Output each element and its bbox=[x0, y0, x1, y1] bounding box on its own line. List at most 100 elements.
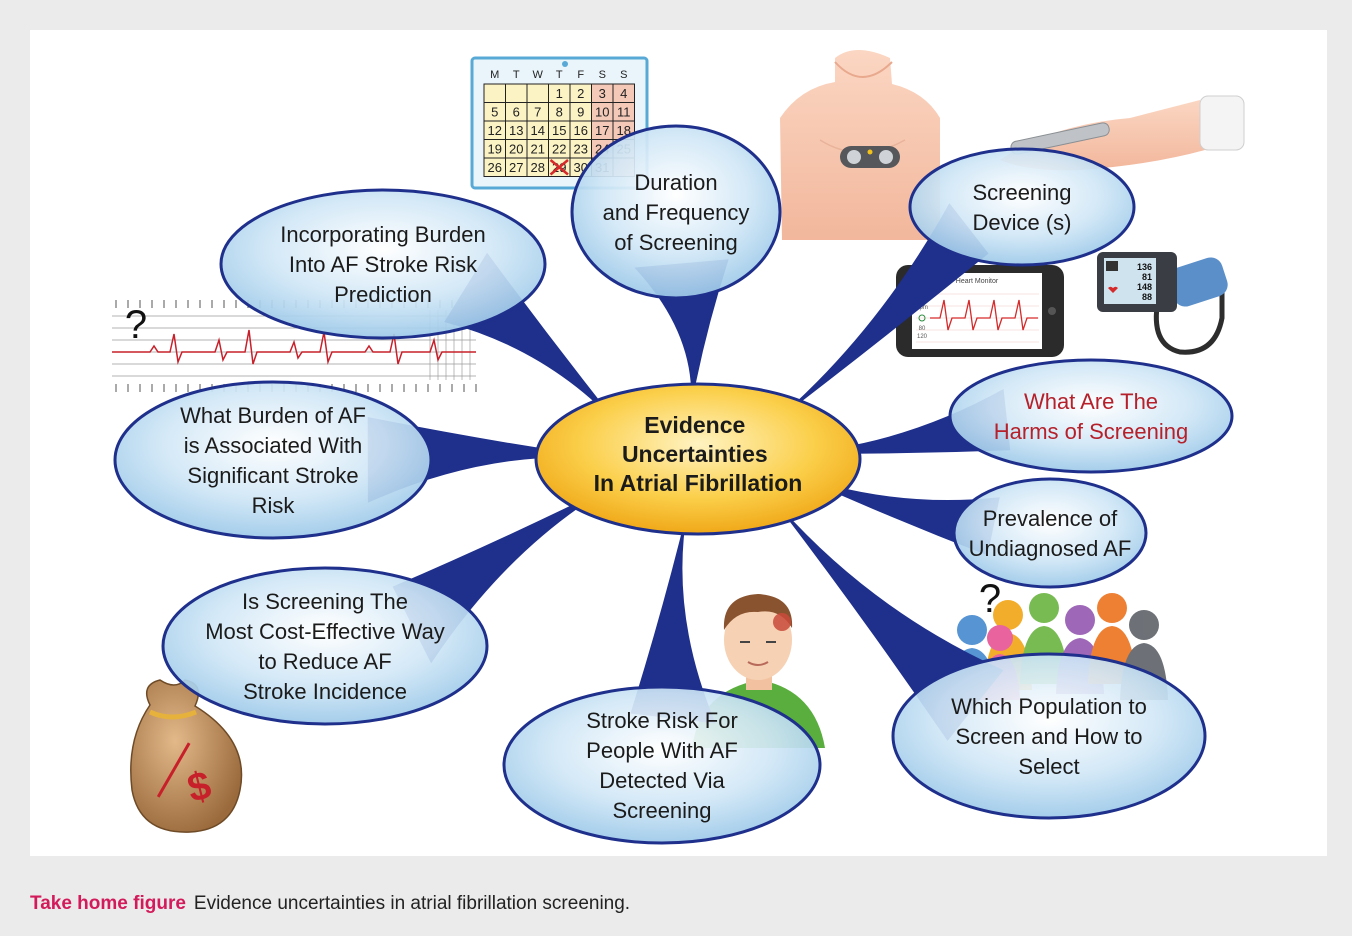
bubble-prevalence: Prevalence of Undiagnosed AF bbox=[952, 477, 1148, 589]
calendar-date: 26 bbox=[488, 160, 502, 175]
bubble-text-line: is Associated With bbox=[184, 433, 363, 458]
calendar-day-header: W bbox=[533, 69, 544, 81]
connector-devices bbox=[765, 203, 989, 430]
calendar-date: 1 bbox=[556, 86, 563, 101]
center-line-2: Uncertainties bbox=[622, 441, 768, 467]
calendar-date: 11 bbox=[617, 105, 631, 120]
bubble-text-line: Significant Stroke bbox=[187, 463, 358, 488]
phone-bp-top: 80 bbox=[919, 326, 926, 332]
bubble-text-line: What Burden of AF bbox=[180, 403, 366, 428]
chest-patch-illustration bbox=[780, 50, 940, 240]
calendar-cross-mark bbox=[549, 159, 569, 176]
center-line-3: In Atrial Fibrillation bbox=[594, 470, 803, 496]
bubble-text-line: Device (s) bbox=[972, 210, 1071, 235]
calendar-date: 3 bbox=[599, 86, 606, 101]
bubble-text-line: Select bbox=[1018, 754, 1079, 779]
calendar-cell bbox=[526, 83, 549, 103]
bubble-text-line: Which Population to bbox=[951, 694, 1147, 719]
bubble-text-line: Most Cost-Effective Way bbox=[205, 619, 445, 644]
calendar-date: 14 bbox=[531, 123, 545, 138]
calendar-date: 2 bbox=[577, 86, 584, 101]
calendar-date: 10 bbox=[595, 105, 609, 120]
ecg-question-mark: ? bbox=[125, 303, 147, 347]
phone-title: Heart Monitor bbox=[956, 278, 999, 285]
bp-monitor-illustration: 136 81 148 88 bbox=[1097, 252, 1228, 355]
calendar-day-header: T bbox=[556, 69, 563, 81]
calendar-date: 20 bbox=[509, 142, 523, 157]
connector-burden-risk bbox=[367, 416, 614, 503]
calendar-day-header: S bbox=[599, 69, 606, 81]
calendar-date: 6 bbox=[513, 105, 520, 120]
calendar-date: 13 bbox=[509, 123, 523, 138]
calendar-date: 22 bbox=[552, 142, 566, 157]
calendar-date: 5 bbox=[491, 105, 498, 120]
calendar-date: 8 bbox=[556, 105, 563, 120]
bubble-text-line: Duration bbox=[634, 170, 717, 195]
calendar-date: 19 bbox=[488, 142, 502, 157]
calendar-cell bbox=[505, 83, 528, 103]
svg-text:Evidence Uncertainties: Evidence Uncertainties In Atrial Fibrill… bbox=[594, 412, 803, 496]
calendar-date: 17 bbox=[595, 123, 609, 138]
calendar-date: 7 bbox=[534, 105, 541, 120]
calendar-date: 18 bbox=[617, 123, 631, 138]
bp-value-3: 148 bbox=[1137, 282, 1152, 292]
phone-bpm-unit: bpm bbox=[916, 305, 928, 311]
bubble-text-line: People With AF bbox=[586, 738, 738, 763]
calendar-date: 12 bbox=[488, 123, 502, 138]
bubble-text-line: of Screening bbox=[614, 230, 738, 255]
calendar-cell bbox=[483, 83, 506, 103]
bubble-text-line: Screening bbox=[972, 180, 1071, 205]
bubble-text-line: and Frequency bbox=[603, 200, 750, 225]
calendar-date: 27 bbox=[509, 160, 523, 175]
calendar-date: 28 bbox=[531, 160, 545, 175]
calendar-date: 16 bbox=[574, 123, 588, 138]
bubble-text-line: Detected Via bbox=[599, 768, 725, 793]
bubble-text-line: to Reduce AF bbox=[258, 649, 391, 674]
bubble-text-line: What Are The bbox=[1024, 389, 1158, 414]
bubble-text-line: Is Screening The bbox=[242, 589, 408, 614]
bubble-text-line: Stroke Risk For bbox=[586, 708, 738, 733]
calendar-day-header: M bbox=[490, 69, 499, 81]
bp-value-4: 88 bbox=[1142, 292, 1152, 302]
bubble-text-line: Prevalence of bbox=[983, 506, 1118, 531]
crowd-question-mark: ? bbox=[979, 577, 1001, 621]
connector-stroke-risk bbox=[630, 506, 716, 724]
bubble-text-line: Risk bbox=[252, 493, 296, 518]
money-bag-illustration: $ bbox=[130, 679, 243, 833]
bubble-text-line: Into AF Stroke Risk bbox=[289, 252, 478, 277]
bp-value-2: 81 bbox=[1142, 272, 1152, 282]
bubble-population: Which Population to Screen and How to Sele… bbox=[891, 652, 1207, 820]
bubble-text-line: Stroke Incidence bbox=[243, 679, 407, 704]
calendar-date: 21 bbox=[531, 142, 545, 157]
calendar-day-header: S bbox=[620, 69, 627, 81]
connector-harms bbox=[782, 389, 1011, 454]
calendar-day-header: F bbox=[577, 69, 584, 81]
phone-bp-bottom: 120 bbox=[917, 334, 928, 340]
connector-duration bbox=[634, 259, 729, 412]
calendar-date: 15 bbox=[552, 123, 566, 138]
calendar-date: 4 bbox=[620, 86, 627, 101]
bubble-text-line: Undiagnosed AF bbox=[969, 536, 1132, 561]
bubble-text-line: Screening bbox=[612, 798, 711, 823]
calendar-date: 23 bbox=[574, 142, 588, 157]
bubble-text-line: Harms of Screening bbox=[994, 419, 1188, 444]
caption-label: Take home figure bbox=[30, 893, 186, 914]
calendar-date: 9 bbox=[577, 105, 584, 120]
caption-text: Evidence uncertainties in atrial fibrill… bbox=[193, 893, 631, 914]
bubble-text-line: Incorporating Burden bbox=[280, 222, 485, 247]
figure-caption: Take home figure Evidence uncertainties i… bbox=[30, 893, 630, 915]
bubble-text-line: Prediction bbox=[334, 282, 432, 307]
bubble-text-line: Screen and How to bbox=[955, 724, 1142, 749]
center-node: Evidence Uncertainties In Atrial Fibrill… bbox=[534, 382, 862, 536]
bubble-duration: Duration and Frequency of Screening bbox=[570, 124, 782, 300]
bubble-burden-risk: What Burden of AF is Associated WithSigni… bbox=[113, 380, 433, 540]
calendar-day-header: T bbox=[513, 69, 520, 81]
center-line-1: Evidence bbox=[644, 412, 745, 438]
